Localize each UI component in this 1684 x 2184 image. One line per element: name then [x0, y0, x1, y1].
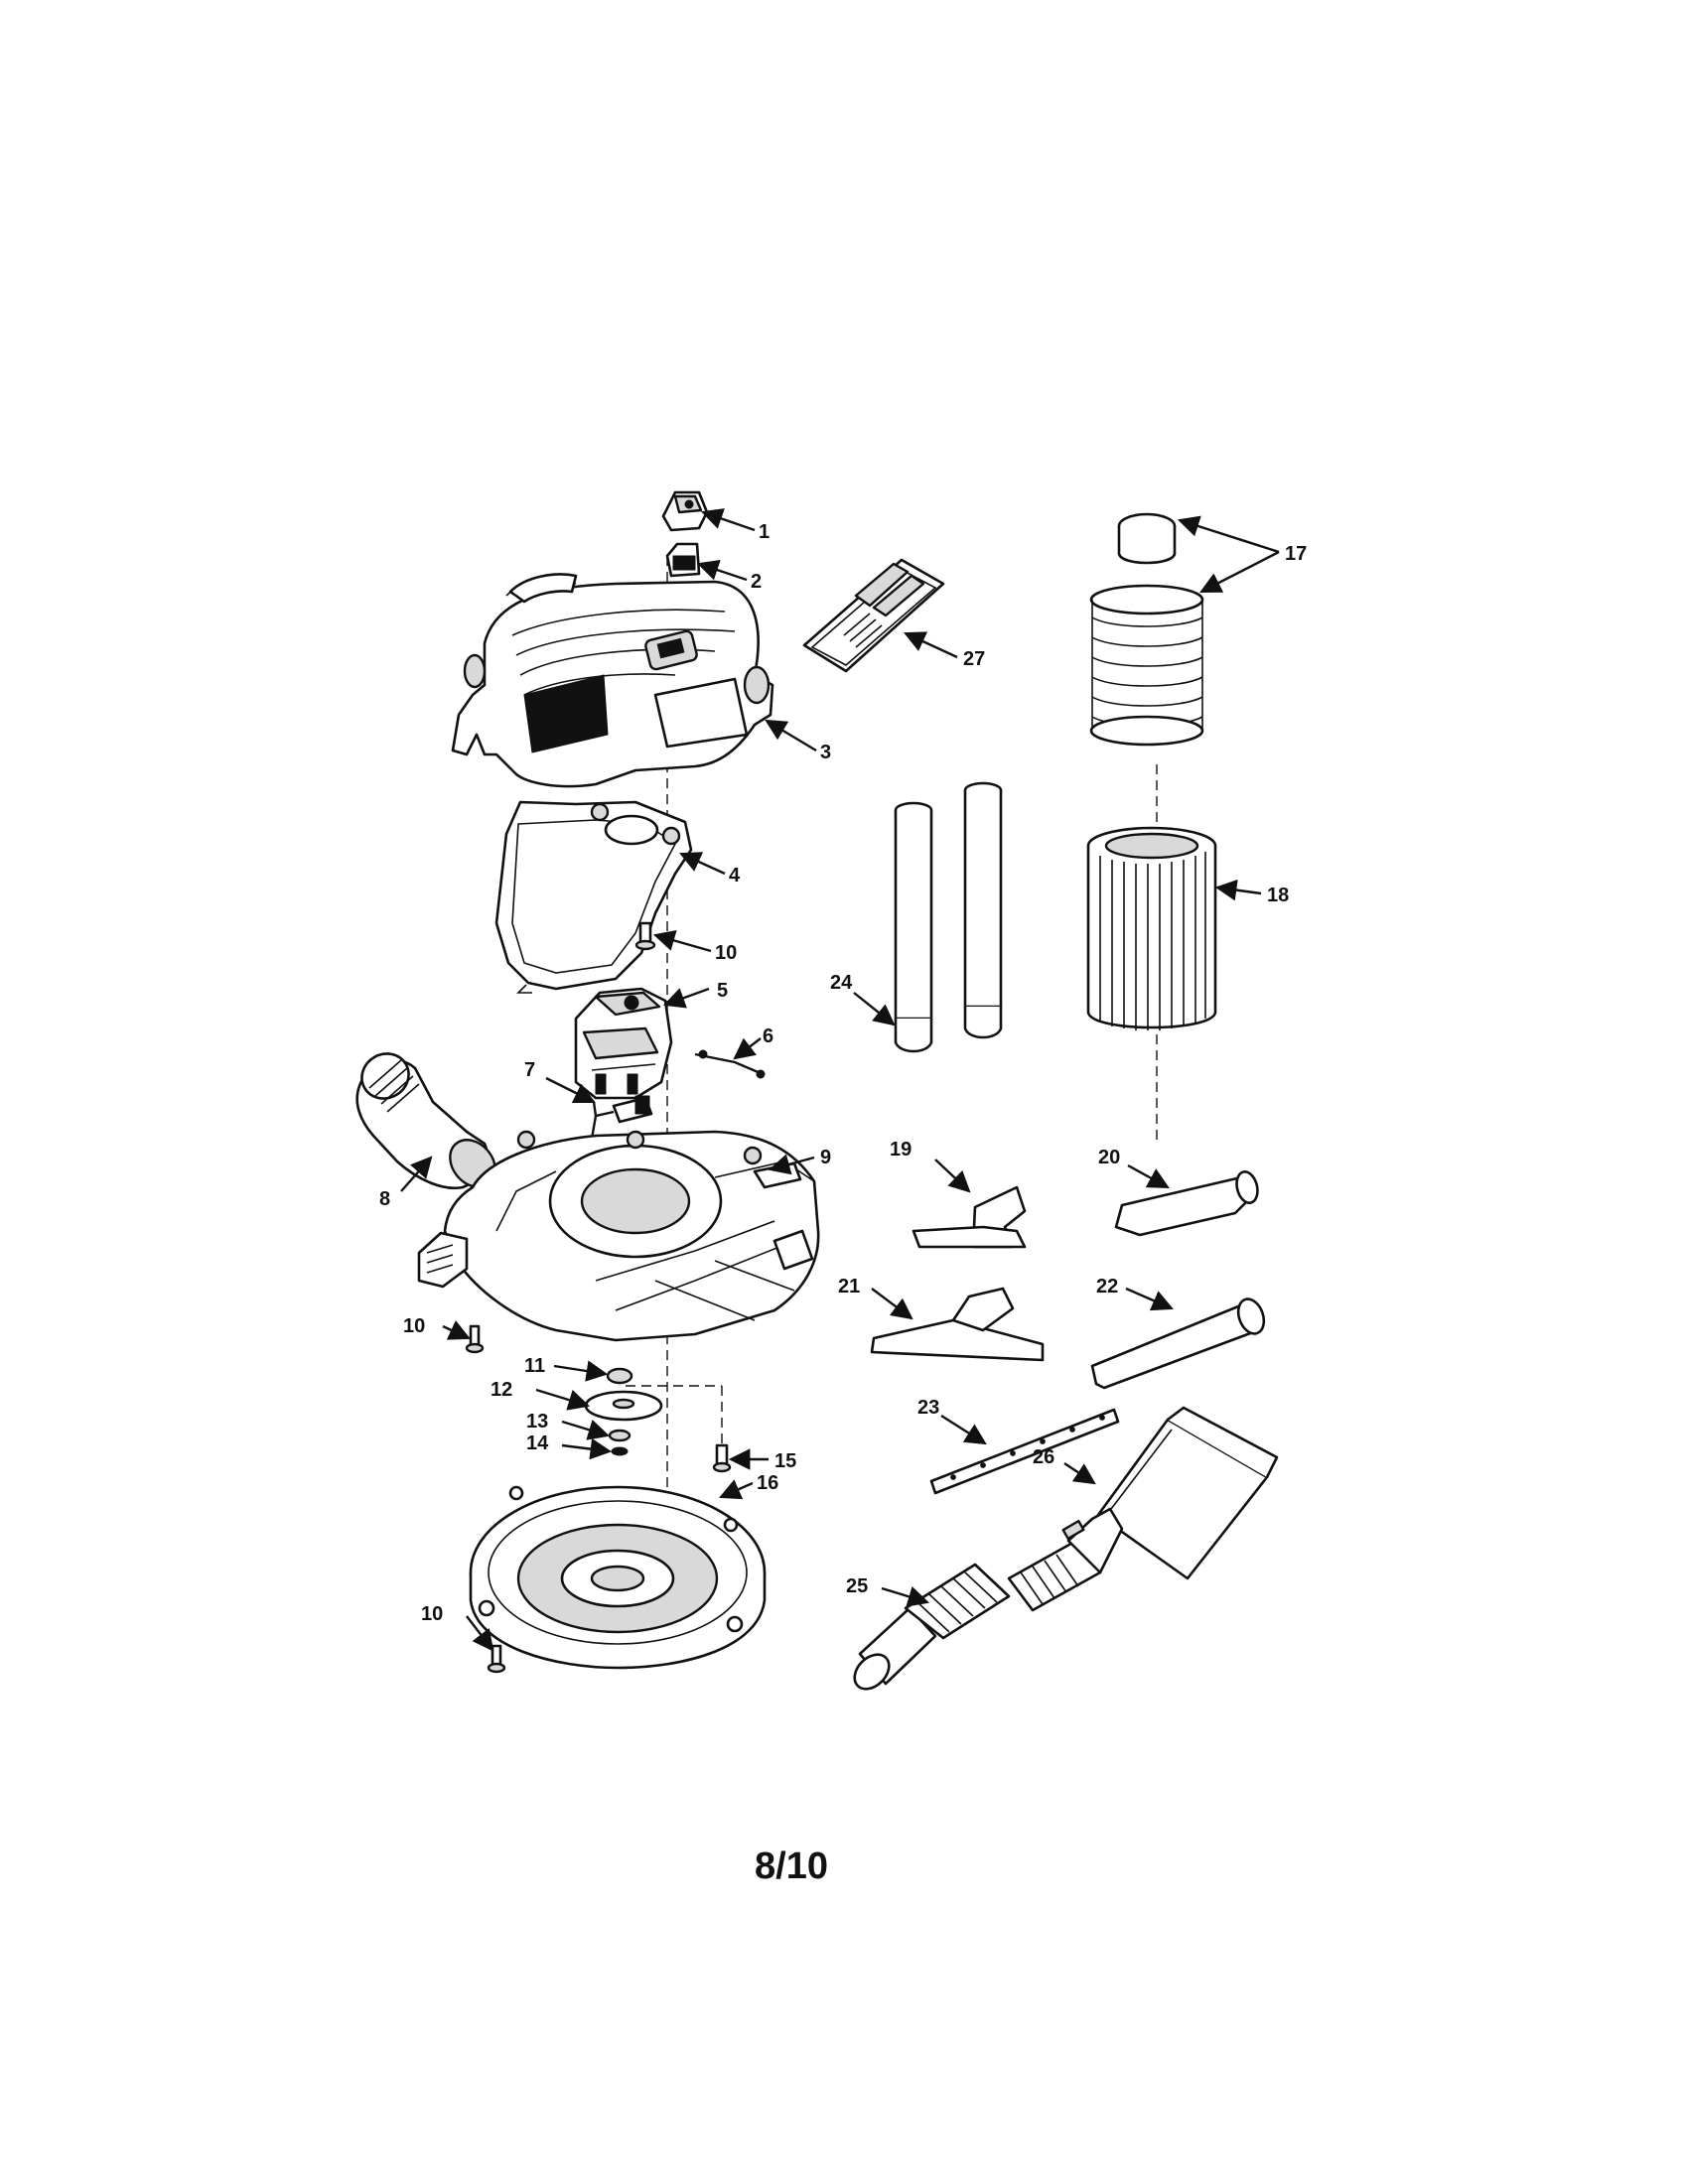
- callout-17: 17: [1285, 543, 1307, 565]
- part-10-screw-upper: [634, 921, 656, 951]
- callout-24: 24: [830, 972, 853, 994]
- part-19-utility-nozzle: [912, 1185, 1027, 1249]
- part-10-screw-left: [465, 1324, 485, 1354]
- part-9-lid: [417, 1130, 820, 1342]
- part-6-wire-lead: [694, 1049, 766, 1079]
- part-4-motor-housing: [494, 800, 693, 994]
- callout-10-lower: 10: [421, 1603, 443, 1625]
- callout-10-upper: 10: [715, 942, 737, 964]
- part-15-screw: [712, 1443, 732, 1473]
- callout-18: 18: [1267, 885, 1289, 906]
- part-16-filter-base: [469, 1485, 767, 1670]
- part-22-extension-tool: [1090, 1297, 1266, 1390]
- part-7-connector: [586, 1095, 653, 1162]
- part-8-hose-inlet: [355, 1052, 496, 1190]
- callout-5: 5: [717, 980, 728, 1002]
- part-10-screw-lower: [487, 1644, 506, 1674]
- part-13-washer: [608, 1429, 632, 1442]
- callout-26: 26: [1033, 1446, 1054, 1468]
- callout-9: 9: [820, 1147, 831, 1168]
- part-11-nut: [606, 1367, 633, 1385]
- callout-6: 6: [763, 1025, 773, 1047]
- part-2-rocker-switch: [665, 542, 701, 578]
- part-20-crevice-tool: [1114, 1169, 1259, 1237]
- part-14-nut: [611, 1446, 629, 1456]
- part-24-extension-wands: [894, 781, 1003, 1053]
- callout-labels: 1 2 3 4 5 6 7 8 9 10 10 10 11 12 13 14 1…: [379, 521, 1307, 1625]
- callout-20: 20: [1098, 1147, 1120, 1168]
- part-3-motor-cover: [451, 573, 774, 788]
- callout-23: 23: [917, 1397, 939, 1419]
- callout-4: 4: [729, 865, 741, 887]
- part-18-pleated-filter: [1086, 826, 1217, 1030]
- part-23-strap: [929, 1408, 1120, 1495]
- callout-8: 8: [379, 1188, 390, 1210]
- callout-27: 27: [963, 648, 985, 670]
- page-number: 8/10: [755, 1845, 828, 1887]
- callout-11: 11: [524, 1355, 545, 1377]
- part-12-disc: [584, 1390, 663, 1422]
- callout-19: 19: [890, 1139, 912, 1160]
- callout-21: 21: [838, 1276, 860, 1297]
- callout-10-left: 10: [403, 1315, 425, 1337]
- callout-2: 2: [751, 571, 762, 593]
- callout-12: 12: [491, 1379, 512, 1401]
- part-25-hose: [853, 1507, 1124, 1691]
- part-1-switch-cap: [661, 490, 709, 532]
- callout-22: 22: [1096, 1276, 1118, 1297]
- callout-16: 16: [757, 1472, 778, 1494]
- callout-25: 25: [846, 1575, 868, 1597]
- callout-13: 13: [526, 1411, 548, 1433]
- callout-leader-lines: [400, 508, 1280, 1652]
- callout-14: 14: [526, 1433, 549, 1454]
- part-26-filter-bag: [1096, 1406, 1279, 1580]
- callout-15: 15: [774, 1450, 796, 1472]
- callout-1: 1: [759, 521, 770, 543]
- callout-7: 7: [524, 1059, 535, 1081]
- part-27-owners-manual: [802, 558, 945, 673]
- part-21-floor-nozzle: [870, 1287, 1045, 1362]
- callout-3: 3: [820, 742, 831, 763]
- part-17-foam-sleeve-and-cage: [1089, 512, 1204, 747]
- part-5-motor: [574, 987, 673, 1100]
